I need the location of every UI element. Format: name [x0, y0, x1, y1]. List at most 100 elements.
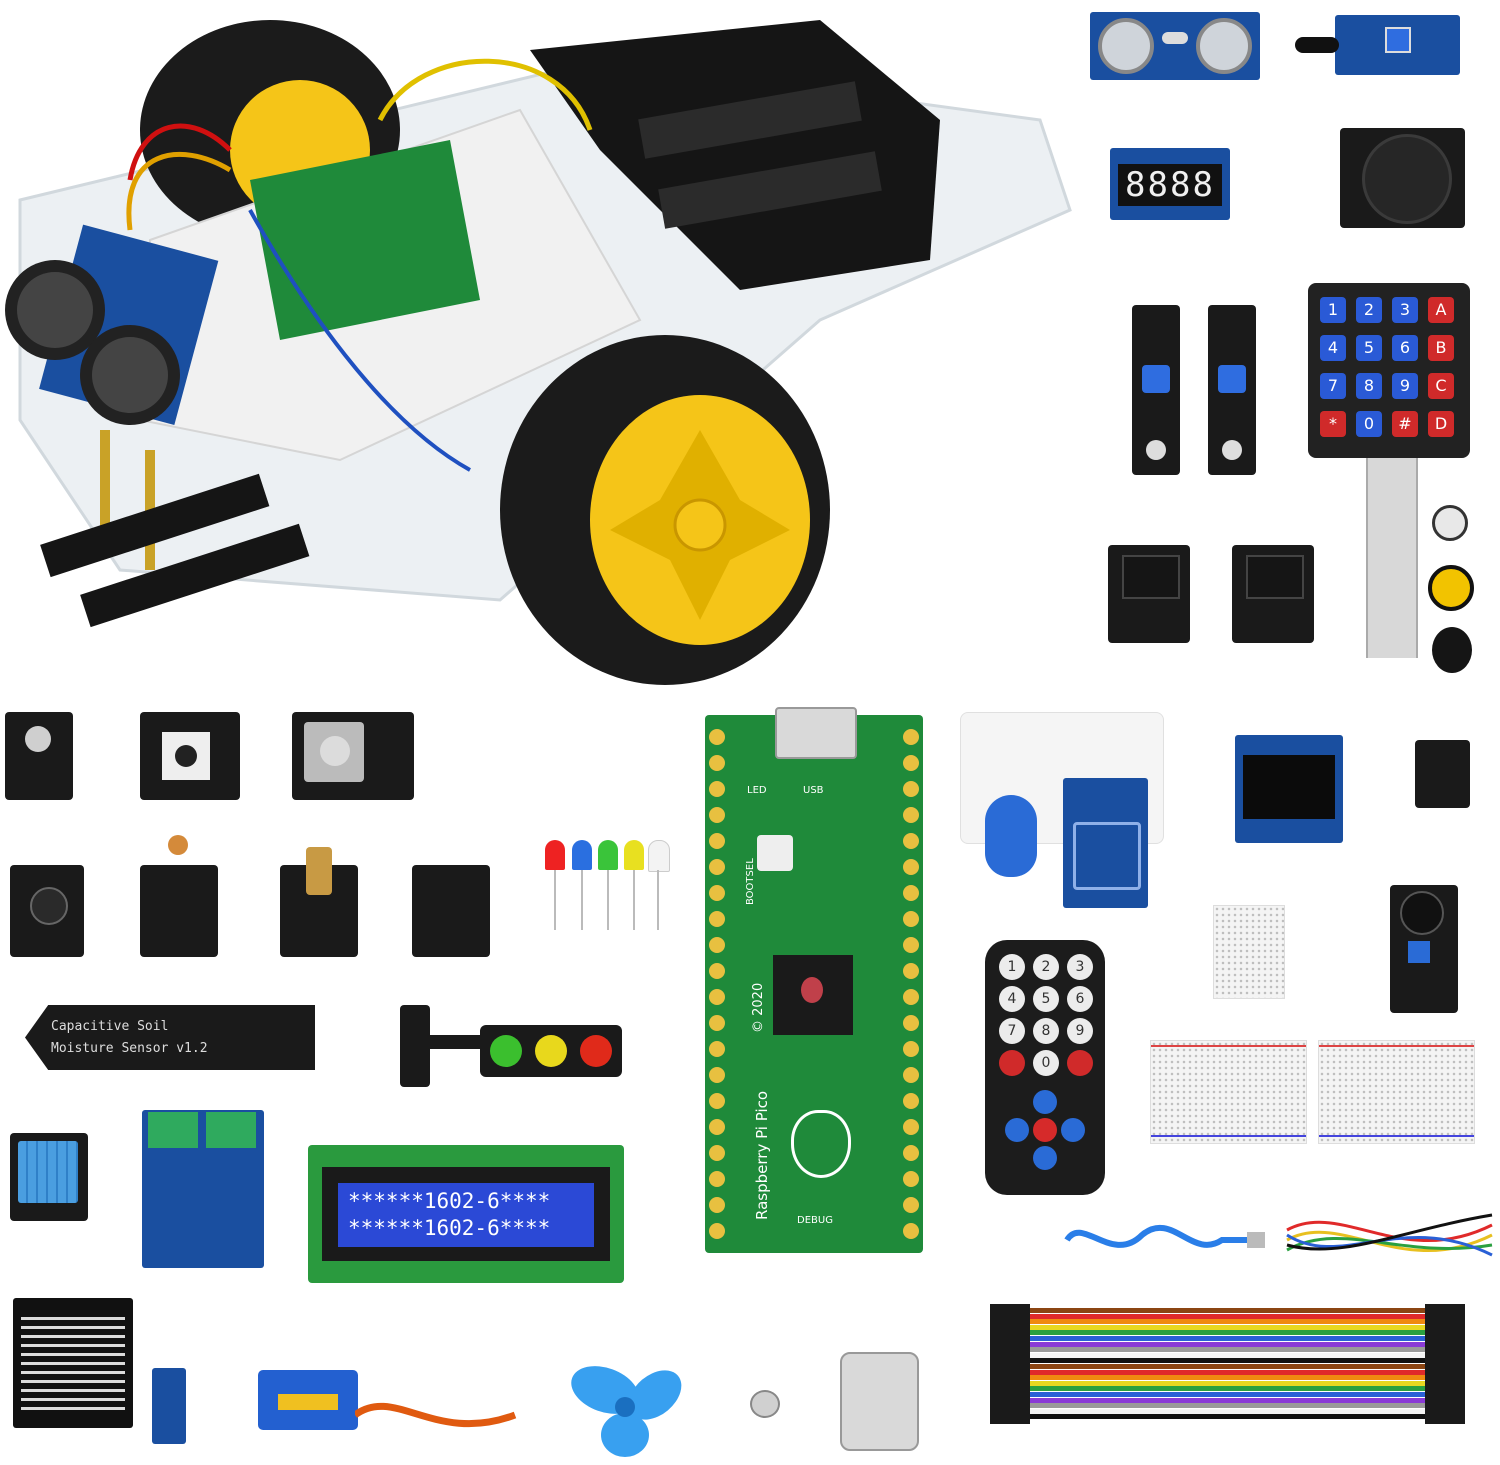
ir-sensor-module-2: [1208, 305, 1256, 475]
pico-pin: [903, 989, 919, 1005]
pico-pin: [903, 1145, 919, 1161]
pico-pin: [903, 781, 919, 797]
pico-pin: [709, 911, 725, 927]
pico-pin: [709, 729, 725, 745]
keypad-key[interactable]: B: [1428, 335, 1454, 361]
keypad-key[interactable]: #: [1392, 411, 1418, 437]
servo-motor: [258, 1370, 358, 1430]
pico-pin: [709, 859, 725, 875]
ribbon-wire: [1030, 1324, 1425, 1330]
dpad-ok-button[interactable]: [1033, 1118, 1057, 1142]
keypad-key[interactable]: 0: [1356, 411, 1382, 437]
keypad-key[interactable]: 4: [1320, 335, 1346, 361]
pico-pin: [709, 1015, 725, 1031]
pico-name-label: Raspberry Pi Pico: [753, 1090, 771, 1220]
pico-pin: [903, 1223, 919, 1239]
keypad-key[interactable]: 1: [1320, 297, 1346, 323]
keypad-key[interactable]: C: [1428, 373, 1454, 399]
half-breadboard-2: [1318, 1040, 1475, 1144]
pico-pin: [903, 963, 919, 979]
traffic-red-led: [580, 1035, 612, 1067]
pico-pin: [709, 1119, 725, 1135]
keypad-key[interactable]: 8: [1356, 373, 1382, 399]
led-blue: [572, 840, 592, 870]
keypad-key[interactable]: D: [1428, 411, 1454, 437]
ribbon-wire: [1030, 1341, 1425, 1347]
rotary-encoder: [292, 712, 414, 800]
pico-pin: [709, 885, 725, 901]
lcd-1602-module: ******1602-6**** ******1602-6****: [308, 1145, 624, 1283]
pico-pin: [709, 1145, 725, 1161]
pico-pin: [903, 755, 919, 771]
remote-key[interactable]: 6: [1067, 986, 1093, 1012]
laser-module: [280, 847, 358, 957]
yellow-push-button: [1428, 565, 1474, 611]
led-green: [598, 840, 618, 870]
dpad-right-button[interactable]: [1061, 1118, 1085, 1142]
remote-key[interactable]: 7: [999, 1018, 1025, 1044]
keypad-key[interactable]: 3: [1392, 297, 1418, 323]
rotation-sensor: [140, 712, 240, 800]
ribbon-wire: [1030, 1403, 1425, 1409]
rfid-reader-module: [1063, 778, 1148, 908]
remote-key[interactable]: [999, 1050, 1025, 1076]
pico-pin: [709, 937, 725, 953]
remote-key[interactable]: [1067, 1050, 1093, 1076]
pico-bootsel-label: BOOTSEL: [745, 858, 756, 905]
dpad-up-button[interactable]: [1033, 1090, 1057, 1114]
keypad-key[interactable]: *: [1320, 411, 1346, 437]
joystick-module: [1340, 128, 1465, 228]
ribbon-wire: [1030, 1352, 1425, 1358]
pico-pin: [903, 1041, 919, 1057]
magnet: [750, 1390, 780, 1418]
robot-car: [0, 0, 1090, 690]
pico-pin: [709, 781, 725, 797]
remote-key[interactable]: 8: [1033, 1018, 1059, 1044]
keypad-key[interactable]: 2: [1356, 297, 1382, 323]
remote-key[interactable]: 3: [1067, 954, 1093, 980]
traffic-green-led: [490, 1035, 522, 1067]
reed-switch-module: [412, 865, 490, 957]
photoresistor-module: [140, 835, 218, 957]
pico-pin: [903, 1171, 919, 1187]
keypad-key[interactable]: 9: [1392, 373, 1418, 399]
dht11-sensor: [10, 1133, 88, 1221]
remote-key[interactable]: 0: [1033, 1050, 1059, 1076]
remote-key[interactable]: 4: [999, 986, 1025, 1012]
keypad-key[interactable]: A: [1428, 297, 1454, 323]
ribbon-wire: [1030, 1336, 1425, 1341]
ribbon-wire: [1030, 1408, 1425, 1414]
dpad-left-button[interactable]: [1005, 1118, 1029, 1142]
pico-pin: [903, 1015, 919, 1031]
lcd-line-2: ******1602-6****: [348, 1216, 551, 1240]
ribbon-wire: [1030, 1319, 1425, 1325]
pico-pin: [903, 911, 919, 927]
oled-display: [1235, 735, 1343, 843]
keypad-key[interactable]: 5: [1356, 335, 1382, 361]
remote-key[interactable]: 9: [1067, 1018, 1093, 1044]
fan-propeller: [571, 1366, 682, 1457]
ribbon-wire: [1030, 1375, 1425, 1381]
keypad-key[interactable]: 7: [1320, 373, 1346, 399]
pico-pin: [903, 859, 919, 875]
ribbon-connector-left: [990, 1304, 1030, 1424]
limit-switch-2: [1232, 545, 1314, 643]
soil-sensor-label-1: Capacitive Soil: [51, 1019, 169, 1034]
crystal-button: [1432, 505, 1468, 541]
remote-key[interactable]: 1: [999, 954, 1025, 980]
remote-key[interactable]: 2: [1033, 954, 1059, 980]
ir-receiver-module: [10, 865, 84, 957]
led-yellow: [624, 840, 644, 870]
pico-led-label: LED: [747, 785, 767, 796]
pico-pin: [903, 1197, 919, 1213]
lcd-line-1: ******1602-6****: [348, 1189, 551, 1213]
dpad-down-button[interactable]: [1033, 1146, 1057, 1170]
buzzer: [1432, 627, 1472, 673]
ribbon-wire: [1030, 1369, 1425, 1375]
half-breadboard-1: [1150, 1040, 1307, 1144]
remote-key[interactable]: 5: [1033, 986, 1059, 1012]
soil-moisture-sensor: Capacitive Soil Moisture Sensor v1.2: [25, 1005, 315, 1070]
pico-pin: [903, 729, 919, 745]
keypad-key[interactable]: 6: [1392, 335, 1418, 361]
